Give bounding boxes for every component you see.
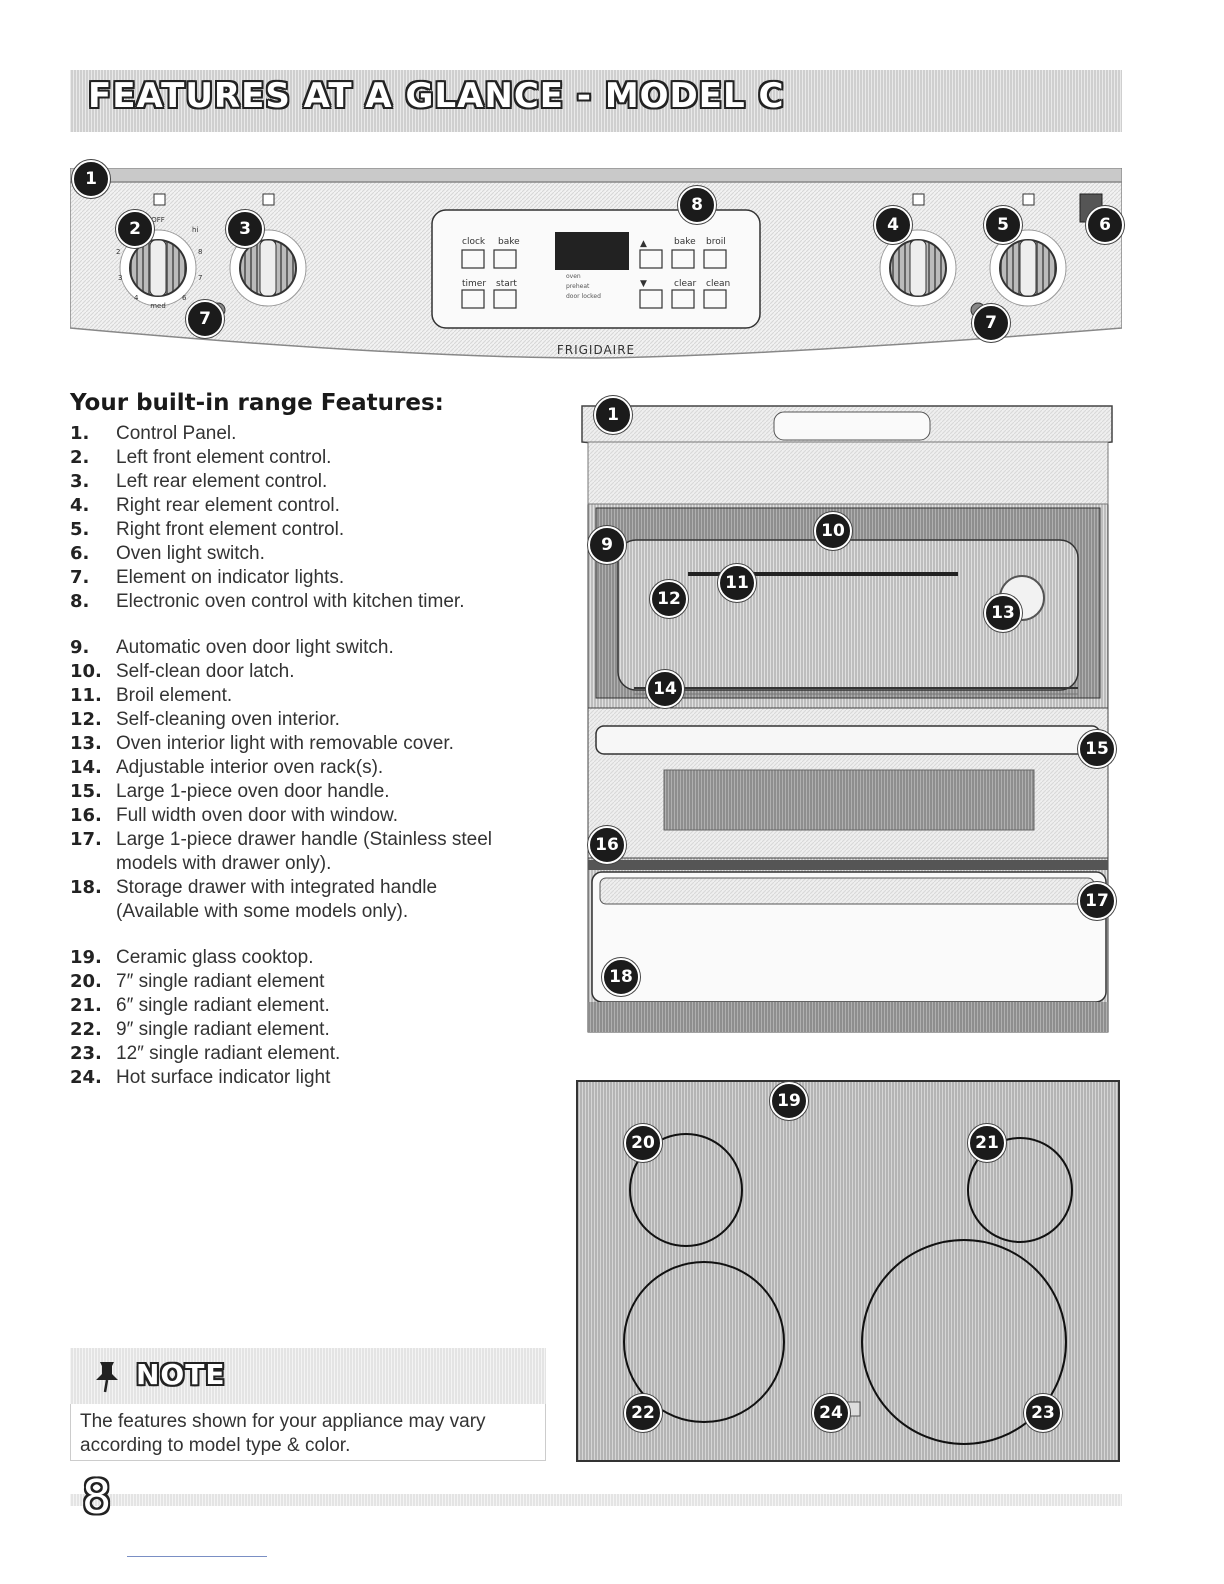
brand-logo: FRIGIDAIRE	[557, 343, 635, 357]
callout-7-left: 7	[186, 300, 224, 338]
control-panel-illustration: OFF hi 2 8 3 7 4 6 med clock bake bake b…	[69, 160, 1124, 378]
cooktop-drawing	[576, 1080, 1120, 1462]
note-header: NOTE	[70, 1348, 546, 1404]
clear-key-label: clear	[674, 279, 697, 289]
cooktop-illustration: 19 20 21 22 23 24	[576, 1080, 1120, 1462]
bake-key-label: bake	[674, 237, 696, 247]
callout-1: 1	[72, 160, 110, 198]
callout-24: 24	[812, 1394, 850, 1432]
note-box: NOTE The features shown for your applian…	[70, 1348, 546, 1462]
element-6in	[967, 1137, 1073, 1243]
right-front-knob	[989, 229, 1067, 307]
title-banner: FEATURES AT A GLANCE - MODEL C	[70, 70, 1122, 132]
callout-5: 5	[984, 206, 1022, 244]
callout-17: 17	[1078, 882, 1116, 920]
door-locked-indicator-label: door locked	[566, 293, 601, 300]
note-body: The features shown for your appliance ma…	[70, 1404, 546, 1461]
callout-19: 19	[770, 1082, 808, 1120]
timer-key-label: timer	[462, 279, 486, 289]
bake-key-label-left: bake	[498, 237, 520, 247]
callout-23: 23	[1024, 1394, 1062, 1432]
range-front-drawing	[581, 405, 1113, 1033]
clean-key-label: clean	[706, 279, 730, 289]
preheat-indicator-label: preheat	[566, 283, 590, 290]
callout-4: 4	[874, 206, 912, 244]
features-heading: Your built-in range Features:	[70, 390, 444, 416]
down-arrow-label: ▼	[640, 279, 647, 289]
element-7in	[629, 1133, 743, 1247]
callout-14: 14	[646, 670, 684, 708]
callout-13: 13	[984, 594, 1022, 632]
callout-7-right: 7	[972, 304, 1010, 342]
callout-22: 22	[624, 1394, 662, 1432]
left-front-knob	[119, 229, 197, 307]
up-arrow-label: ▲	[640, 239, 647, 249]
callout-6: 6	[1086, 206, 1124, 244]
page-title: FEATURES AT A GLANCE - MODEL C	[88, 76, 785, 116]
callout-1-range: 1	[594, 396, 632, 434]
page-number: 8	[82, 1470, 112, 1524]
callout-2: 2	[116, 210, 154, 248]
display-window	[555, 232, 629, 270]
knob-label-hi: hi	[192, 226, 198, 234]
callout-21: 21	[968, 1124, 1006, 1162]
clock-key-label: clock	[462, 237, 486, 247]
right-rear-knob	[879, 229, 957, 307]
knob-label-off: OFF	[151, 216, 165, 224]
knob-label-6: 6	[182, 294, 187, 302]
knob-label-med: med	[150, 302, 166, 310]
callout-12: 12	[650, 580, 688, 618]
left-rear-knob	[229, 229, 307, 307]
element-12in	[861, 1239, 1067, 1445]
note-title: NOTE	[136, 1358, 226, 1391]
pushpin-icon	[96, 1362, 118, 1393]
element-9in	[623, 1261, 785, 1423]
oven-indicator-label: oven	[566, 273, 581, 280]
callout-10: 10	[814, 512, 852, 550]
range-front-illustration: 1 9 10 11 12 13 14 15 16 17 18	[578, 396, 1118, 1038]
bottom-link-line	[127, 1556, 267, 1557]
knob-label-4: 4	[134, 294, 139, 302]
callout-16: 16	[588, 826, 626, 864]
footer-bar	[70, 1494, 1122, 1506]
callout-9: 9	[588, 526, 626, 564]
knob-label-7: 7	[198, 274, 202, 282]
start-key-label: start	[496, 279, 517, 289]
callout-8: 8	[678, 186, 716, 224]
knob-label-3: 3	[118, 274, 122, 282]
note-text: The features shown for your appliance ma…	[80, 1411, 486, 1456]
knob-label-2: 2	[116, 248, 120, 256]
callout-20: 20	[624, 1124, 662, 1162]
callout-11: 11	[718, 564, 756, 602]
callout-18: 18	[602, 958, 640, 996]
callout-3: 3	[226, 210, 264, 248]
callout-15: 15	[1078, 730, 1116, 768]
control-panel-drawing: OFF hi 2 8 3 7 4 6 med clock bake bake b…	[69, 167, 1123, 359]
knob-label-8: 8	[198, 248, 202, 256]
broil-key-label: broil	[706, 237, 726, 247]
